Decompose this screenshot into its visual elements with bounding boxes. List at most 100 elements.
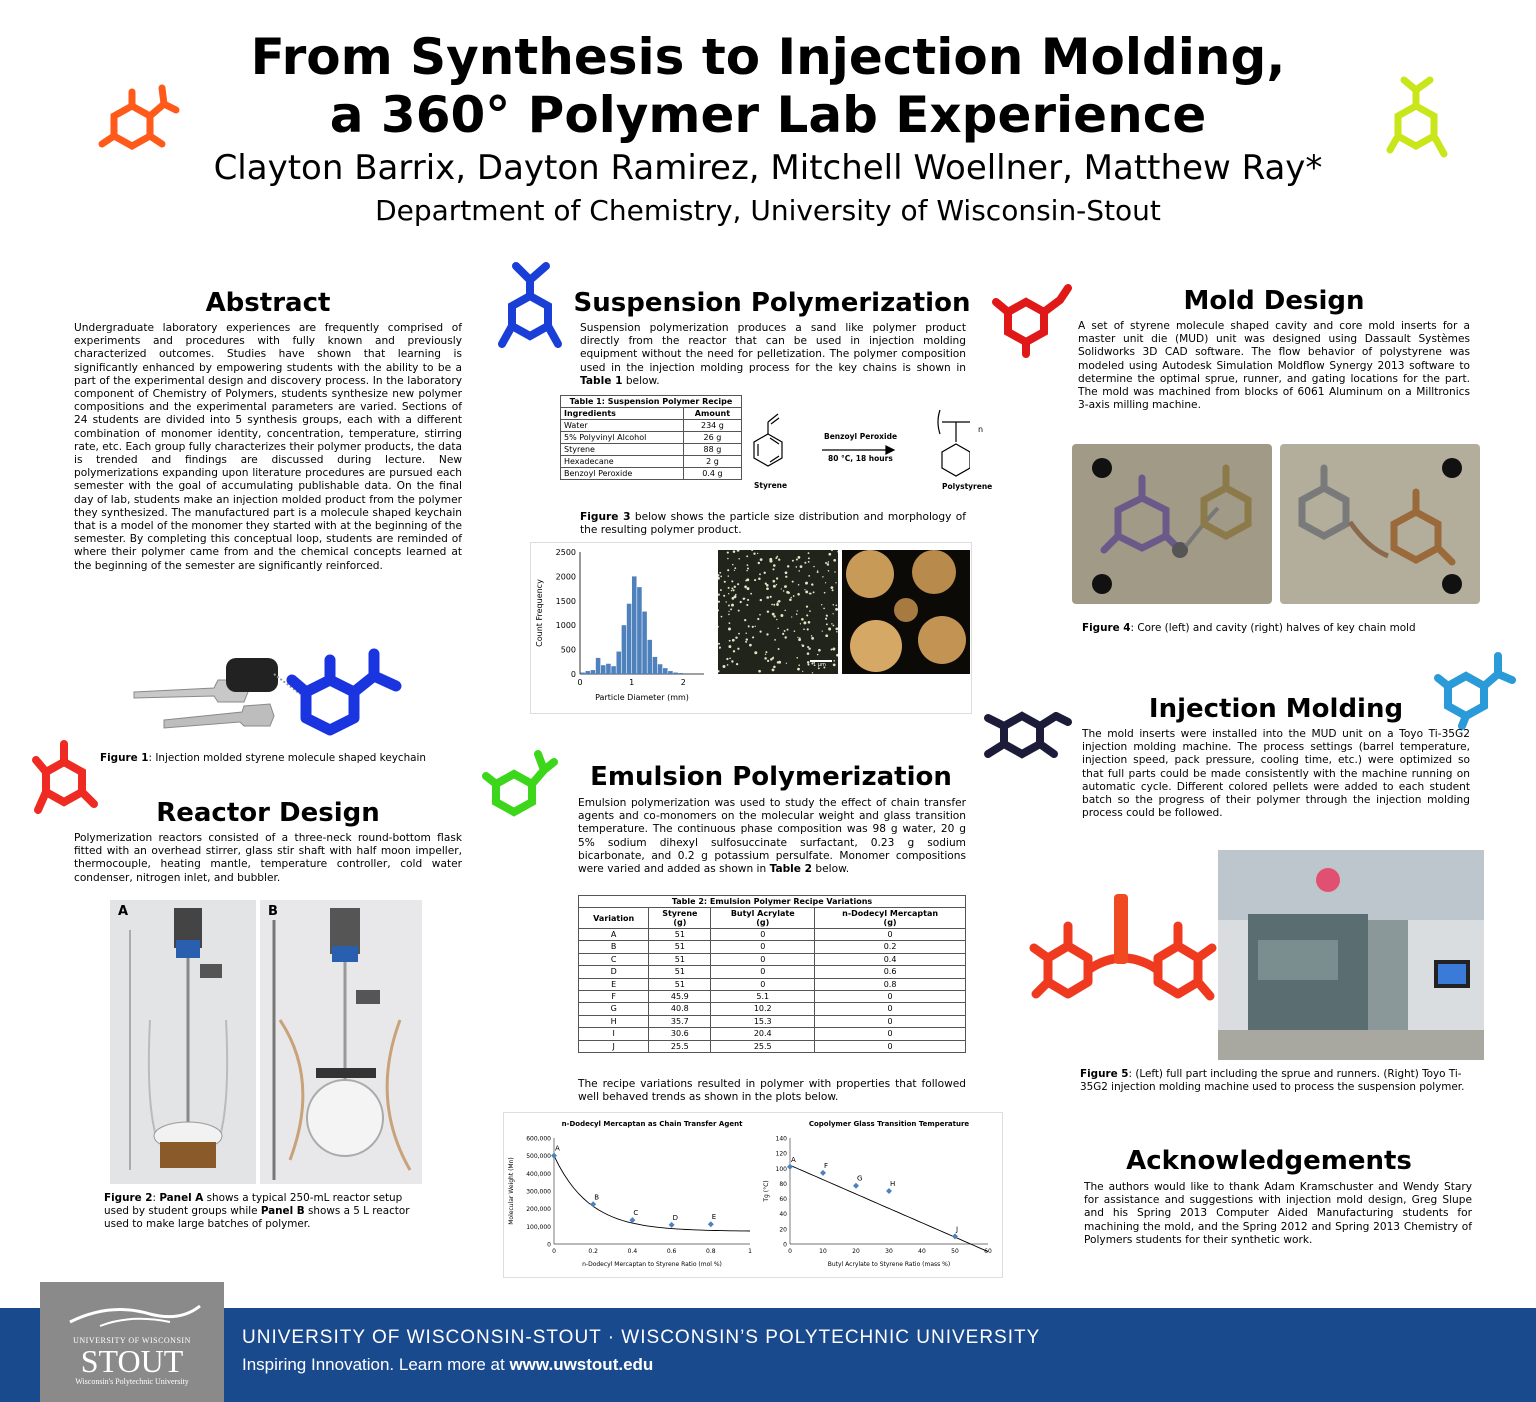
particle-dot (825, 634, 829, 638)
particle-dot (799, 637, 801, 639)
hist-bar (600, 665, 606, 674)
footer-url-link[interactable]: www.uwstout.edu (509, 1355, 654, 1374)
table2-header: Styrene (g) (648, 907, 712, 929)
particle-dot (772, 579, 776, 583)
hist-bar (647, 639, 653, 674)
data-point (551, 1152, 557, 1159)
particle-dot (833, 659, 836, 662)
particle-dot (777, 648, 780, 650)
particle-dot (817, 667, 820, 670)
particle-dot (804, 589, 806, 591)
figure2-label: Figure 2 (104, 1192, 153, 1204)
particle-dot (771, 603, 773, 606)
logo-top-text: UNIVERSITY OF WISCONSIN (73, 1336, 191, 1345)
particle-dot (728, 639, 731, 642)
particle-dot (784, 571, 788, 575)
table2: Table 2: Emulsion Polymer Recipe Variati… (577, 895, 966, 1054)
particle-dot (808, 647, 811, 650)
particle-dot (726, 657, 729, 661)
particle-dot (766, 610, 770, 613)
figure3-panel (530, 542, 972, 714)
point-label: C (633, 1209, 638, 1217)
data-point (707, 1221, 714, 1228)
particle-dot (825, 617, 828, 620)
hist-bar (611, 666, 616, 674)
abstract-text: Undergraduate laboratory experiences are… (74, 322, 462, 572)
particle-dot (725, 601, 727, 603)
table2-cell: G (577, 1002, 650, 1016)
hist-y-tick: 2500 (556, 548, 576, 557)
chart-y-tick: 0 (783, 1242, 787, 1249)
chart-y-tick: 500,000 (526, 1153, 551, 1160)
table2-cell: J (577, 1039, 650, 1054)
figure4-caption: Figure 4: Core (left) and cavity (right)… (1082, 622, 1474, 635)
particle-dot (830, 648, 833, 651)
trend-line (789, 1164, 989, 1253)
chart-x-tick: 50 (951, 1248, 959, 1255)
hist-bar (585, 671, 591, 674)
table1-cell-amount: 0.4 g (682, 467, 743, 480)
particle-dot (835, 627, 838, 631)
table2-cell: 51 (648, 940, 712, 954)
particle-dot (731, 638, 735, 642)
chart-x-label: Butyl Acrylate to Styrene Ratio (mass %) (828, 1261, 950, 1268)
particle-dot (726, 664, 729, 666)
particle-dot (807, 552, 810, 555)
point-label: A (555, 1145, 560, 1153)
scale-bar (810, 660, 832, 662)
hist-bar (590, 670, 596, 674)
particle-dot (733, 595, 737, 599)
hist-x-label: Particle Diameter (mm) (595, 693, 689, 702)
table1-title: Table 1: Suspension Polymer Recipe (560, 395, 742, 408)
ack-heading: Acknowledgements (1126, 1146, 1412, 1176)
particle-dot (745, 632, 747, 635)
table2-cell: 40.8 (648, 1002, 712, 1016)
table2-cell: F (577, 990, 650, 1004)
particle-dot (726, 551, 729, 554)
chart-y-tick: 140 (776, 1136, 788, 1143)
figure3-ref: Figure 3 (580, 511, 631, 523)
particle-dot (729, 657, 731, 660)
particle-dot (752, 636, 755, 639)
particle-dot (731, 603, 734, 607)
particle-dot (796, 610, 798, 612)
particle-dot (766, 659, 770, 663)
particle-dot (727, 575, 730, 577)
particle-dot (796, 656, 799, 659)
particle-dot (812, 591, 815, 594)
particle-dot (764, 657, 767, 660)
particle-dot (718, 576, 720, 580)
particle-dot (836, 630, 838, 633)
particle-dot (828, 552, 832, 556)
particle-dot (834, 571, 836, 573)
figure2-panel-b: Panel B (260, 1205, 305, 1217)
chart-x-tick: 30 (885, 1248, 893, 1255)
point-label: A (791, 1156, 796, 1164)
particle-dot (809, 610, 811, 612)
particle-dot (828, 627, 832, 631)
particle-dot (831, 550, 833, 552)
particle-dot (818, 648, 821, 652)
particle-dot (795, 566, 798, 568)
figure1-caption-text: : Injection molded styrene molecule shap… (148, 752, 426, 764)
particle-dot (766, 633, 769, 636)
particle-dot (771, 668, 775, 672)
table2-cell: 5.1 (710, 990, 816, 1004)
particle-dot (727, 586, 730, 589)
particle-dot (772, 568, 775, 571)
figure4-caption-text: : Core (left) and cavity (right) halves … (1130, 622, 1416, 634)
particle-dot (718, 593, 720, 596)
table2-cell: 0 (814, 1002, 966, 1016)
hist-bar (652, 656, 658, 674)
particle-dot (805, 590, 809, 594)
particle-dot (777, 599, 781, 603)
particle-dot (806, 614, 809, 617)
particle-dot (784, 609, 786, 612)
reactant-label: Styrene (754, 481, 788, 490)
particle-dot (776, 555, 779, 558)
particle-dot (745, 638, 748, 641)
table2-cell: 0.6 (814, 965, 966, 979)
particle-dot (734, 567, 737, 570)
